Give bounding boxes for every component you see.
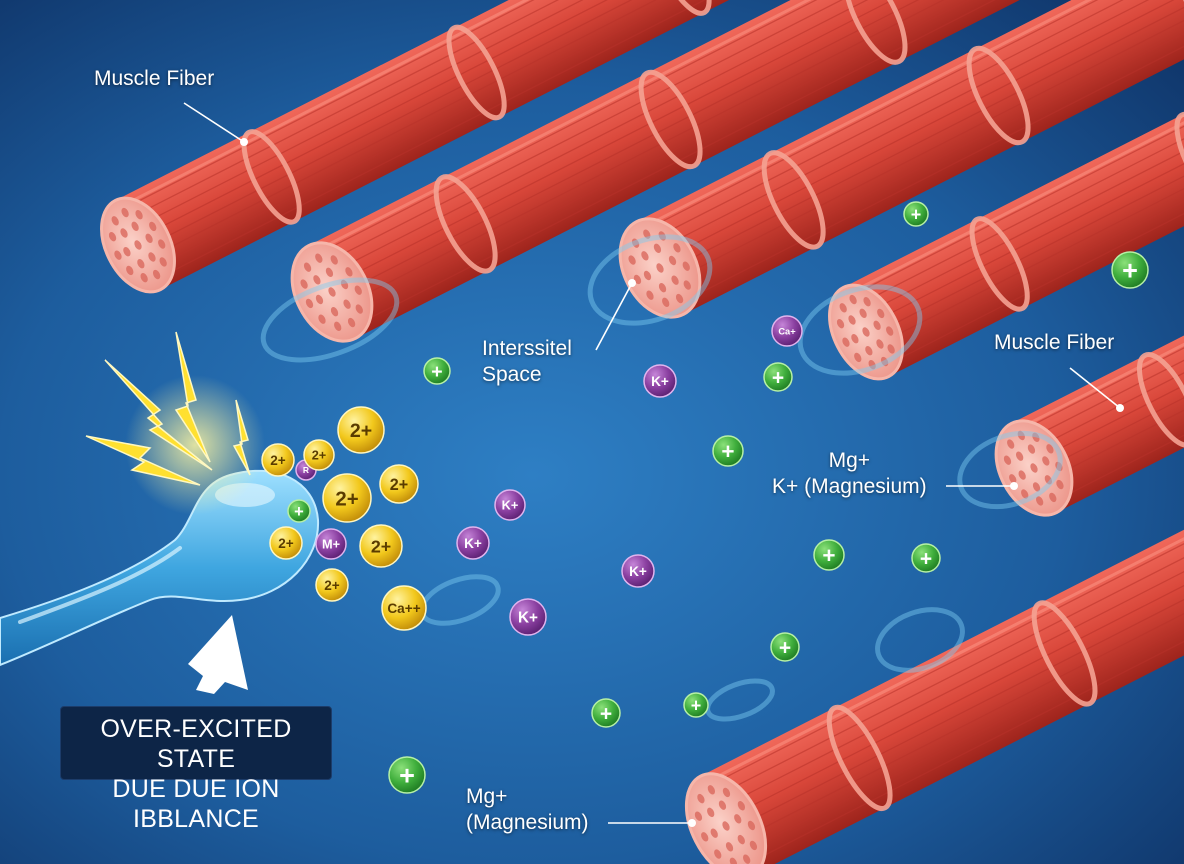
ion-label: + xyxy=(721,439,734,464)
ion-label: + xyxy=(772,367,784,390)
green-ion: + xyxy=(591,698,621,728)
ion-label: 2+ xyxy=(278,536,294,551)
ion-label: 2+ xyxy=(350,420,372,442)
ion-label: 2+ xyxy=(270,453,286,468)
fluid-swirl xyxy=(260,277,400,363)
purple-ion: M+ xyxy=(315,528,347,560)
fluid-swirl xyxy=(875,607,965,673)
purple-ion: K+ xyxy=(621,554,655,588)
yellow-ion: 2+ xyxy=(315,568,349,602)
yellow-ion: 2+ xyxy=(359,524,403,568)
green-ion: + xyxy=(813,539,845,571)
muscle-fibers xyxy=(100,0,1184,864)
fluid-swirl xyxy=(705,678,775,722)
ion-label: R xyxy=(303,465,309,475)
green-ion: + xyxy=(911,543,941,573)
mg-k-label: Mg+ K+ (Magnesium) xyxy=(772,448,927,500)
fluid-swirl xyxy=(957,430,1063,510)
ion-label: + xyxy=(779,637,791,660)
ion-label: + xyxy=(691,695,702,715)
ion-label: 2+ xyxy=(312,448,327,463)
ion-label: K+ xyxy=(464,536,482,551)
green-ion: + xyxy=(423,357,451,385)
ion-label: + xyxy=(600,703,612,726)
muscle-fiber-label-top: Muscle Fiber xyxy=(94,66,214,92)
purple-ion: K+ xyxy=(456,526,490,560)
ion-label: + xyxy=(911,204,922,224)
mg-bottom-label: Mg+ (Magnesium) xyxy=(466,784,589,836)
interstitial-space-label: Interssitel Space xyxy=(482,336,572,388)
green-ion: + xyxy=(388,756,426,794)
ion-label: + xyxy=(399,761,415,791)
state-caption-line2: DUE DUE ION IBBLANCE xyxy=(112,775,280,833)
ion-label: + xyxy=(920,548,932,571)
purple-ion: K+ xyxy=(509,598,547,636)
muscle-fiber xyxy=(828,51,1184,381)
yellow-ion: 2+ xyxy=(269,526,303,560)
green-ion: + xyxy=(683,692,709,718)
green-ion: + xyxy=(770,632,800,662)
muscle-fiber xyxy=(618,0,1184,319)
muscle-fiber-label-right: Muscle Fiber xyxy=(994,330,1114,356)
yellow-ion: Ca++ xyxy=(381,585,427,631)
state-caption-line1: OVER-EXCITED STATE xyxy=(100,715,292,773)
mg-k-label-line2: K+ (Magnesium) xyxy=(772,475,927,498)
ion-label: 2+ xyxy=(371,536,391,556)
purple-ion: K+ xyxy=(643,364,677,398)
interstitial-label-line1: Interssitel xyxy=(482,337,572,360)
ion-label: + xyxy=(294,503,304,521)
electric-sparks xyxy=(85,331,265,515)
yellow-ion: 2+ xyxy=(379,464,419,504)
ion-label: + xyxy=(1122,256,1138,286)
ion-label: K+ xyxy=(629,564,647,579)
ion-label: 2+ xyxy=(390,476,408,494)
interstitial-label-line2: Space xyxy=(482,363,542,386)
ion-label: Ca++ xyxy=(387,601,420,616)
ion-label: 2+ xyxy=(335,488,358,510)
green-ion: + xyxy=(903,201,929,227)
muscle-fiber xyxy=(100,0,838,294)
green-ion: + xyxy=(763,362,793,392)
yellow-ion: 2+ xyxy=(322,473,372,523)
purple-ion: K+ xyxy=(494,489,526,521)
green-ion: + xyxy=(712,435,744,467)
yellow-ion: 2+ xyxy=(303,439,335,471)
yellow-ion: 2+ xyxy=(261,443,295,477)
ion-label: M+ xyxy=(322,537,340,552)
muscle-fiber xyxy=(684,449,1184,864)
green-ion: + xyxy=(1111,251,1149,289)
mg-bottom-label-line1: Mg+ xyxy=(466,785,508,808)
ion-label: + xyxy=(431,361,442,383)
green-ion: + xyxy=(287,499,311,523)
fluid-swirl xyxy=(587,234,713,326)
muscle-fiber-label-text: Muscle Fiber xyxy=(994,331,1115,354)
ion-label: K+ xyxy=(518,610,538,627)
ion-label: + xyxy=(822,543,835,568)
muscle-fiber xyxy=(994,260,1184,517)
fluid-swirls xyxy=(260,234,1063,722)
leader-lines xyxy=(183,102,1121,824)
up-arrow-icon xyxy=(188,615,248,694)
purple-ion: Ca+ xyxy=(771,315,803,347)
ion-label: K+ xyxy=(651,374,669,389)
ion-label: 2+ xyxy=(324,578,340,593)
mg-bottom-label-line2: (Magnesium) xyxy=(466,811,589,834)
leader-dots xyxy=(240,138,1124,827)
muscle-fiber-label-text: Muscle Fiber xyxy=(94,67,215,90)
ions: ++++++++++++Ca+K+K+K+K+K+M+R2+2+2+2+2+2+… xyxy=(261,201,1149,794)
yellow-ion: 2+ xyxy=(337,406,385,454)
ion-label: Ca+ xyxy=(778,326,796,336)
muscle-fiber xyxy=(290,0,1033,343)
ion-label: K+ xyxy=(502,498,519,513)
fluid-swirl xyxy=(797,284,923,376)
over-excited-state-caption: OVER-EXCITED STATE DUE DUE ION IBBLANCE xyxy=(60,706,332,833)
mg-k-label-line1: Mg+ xyxy=(828,449,871,472)
